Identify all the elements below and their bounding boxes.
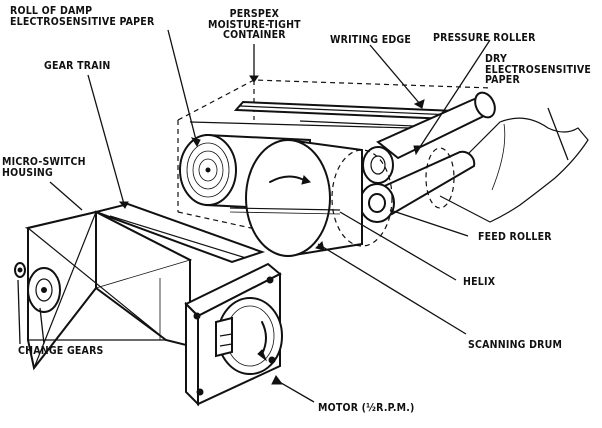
gear-train [92, 202, 266, 264]
micro-switch-housing [24, 210, 193, 371]
label-roll-of-damp-paper: ROLL OF DAMP ELECTROSENSITIVE PAPER [10, 5, 155, 28]
motor [184, 262, 283, 407]
label-change-gears: CHANGE GEARS [18, 345, 104, 357]
label-pressure-roller: PRESSURE ROLLER [433, 32, 536, 44]
pressure-roller [362, 91, 496, 184]
label-gear-train: GEAR TRAIN [44, 60, 111, 72]
label-micro-switch-housing: MICRO-SWITCH HOUSING [2, 156, 86, 179]
dry-electrosensitive-paper [439, 117, 589, 223]
change-gears [14, 262, 61, 313]
feed-roller [359, 147, 476, 223]
label-motor: MOTOR (½R.P.M.) [318, 402, 415, 414]
label-writing-edge: WRITING EDGE [330, 34, 412, 46]
label-feed-roller: FEED ROLLER [478, 231, 552, 243]
label-perspex-container: PERSPEX MOISTURE-TIGHT CONTAINER [208, 8, 301, 41]
label-dry-paper: DRY ELECTROSENSITIVE PAPER [485, 53, 592, 86]
leader-lines [17, 29, 569, 403]
label-helix: HELIX [463, 276, 496, 288]
scanning-drum [229, 138, 393, 258]
label-scanning-drum: SCANNING DRUM [468, 339, 563, 351]
